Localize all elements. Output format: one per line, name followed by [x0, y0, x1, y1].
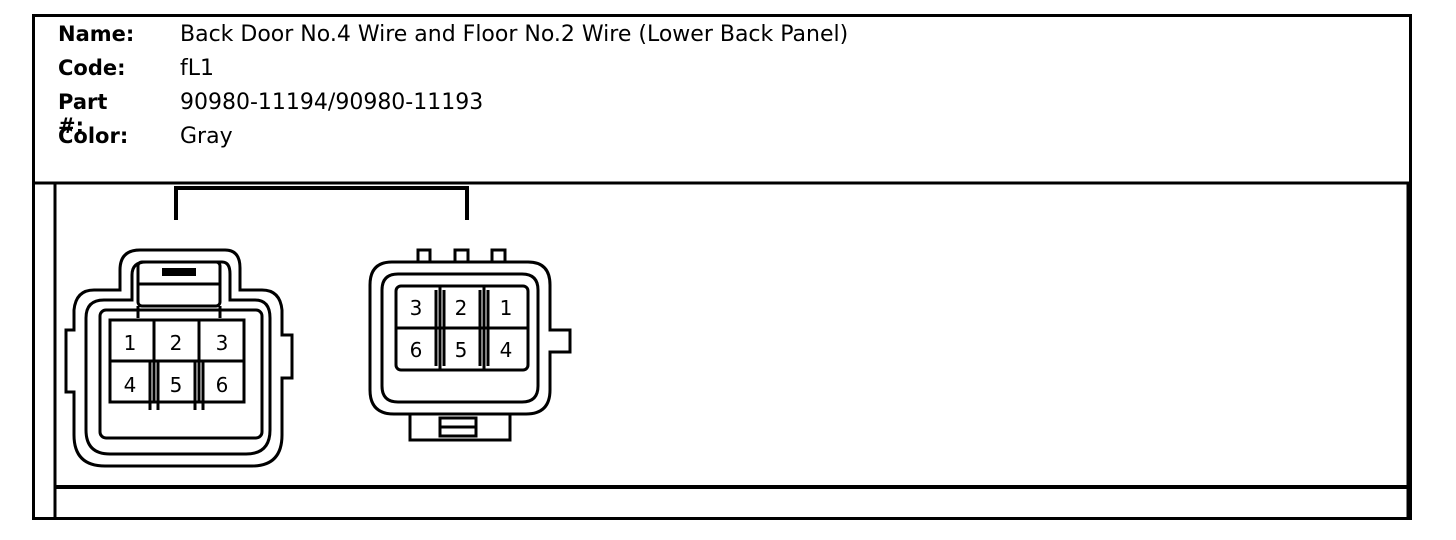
part-label: Part #:	[58, 90, 108, 138]
right-inner-body	[380, 272, 540, 404]
right-pin-labels: 3 2 1 6 5 4	[410, 296, 513, 362]
left-pin-4: 4	[124, 373, 137, 397]
right-pin-4: 4	[500, 338, 513, 362]
right-pin-6: 6	[410, 338, 423, 362]
color-label: Color:	[58, 124, 129, 148]
left-pin-2: 2	[170, 331, 183, 355]
right-bottom-lock	[408, 414, 512, 442]
mating-bracket	[174, 186, 469, 220]
connector-left	[64, 248, 294, 468]
part-value: 90980-11194/90980-11193	[180, 90, 484, 115]
name-value: Back Door No.4 Wire and Floor No.2 Wire …	[180, 22, 849, 47]
left-pin-1: 1	[124, 331, 137, 355]
code-label: Code:	[58, 56, 126, 80]
right-outer-body	[368, 260, 572, 416]
left-cavity-block	[98, 308, 264, 440]
left-pin-labels: 1 2 3 4 5 6	[124, 331, 229, 397]
code-value: fL1	[180, 56, 214, 81]
right-pin-3: 3	[410, 296, 423, 320]
right-pin-2: 2	[455, 296, 468, 320]
connector-right	[368, 248, 572, 442]
left-outer-body	[64, 248, 294, 468]
left-inner-body	[84, 260, 272, 456]
name-label: Name:	[58, 22, 135, 46]
left-pin-3: 3	[216, 331, 229, 355]
color-value: Gray	[180, 124, 233, 149]
left-pin-6: 6	[216, 373, 229, 397]
diagram-panel	[32, 181, 1412, 520]
left-pin-5: 5	[170, 373, 183, 397]
right-pin-1: 1	[500, 296, 513, 320]
right-pin-5: 5	[455, 338, 468, 362]
